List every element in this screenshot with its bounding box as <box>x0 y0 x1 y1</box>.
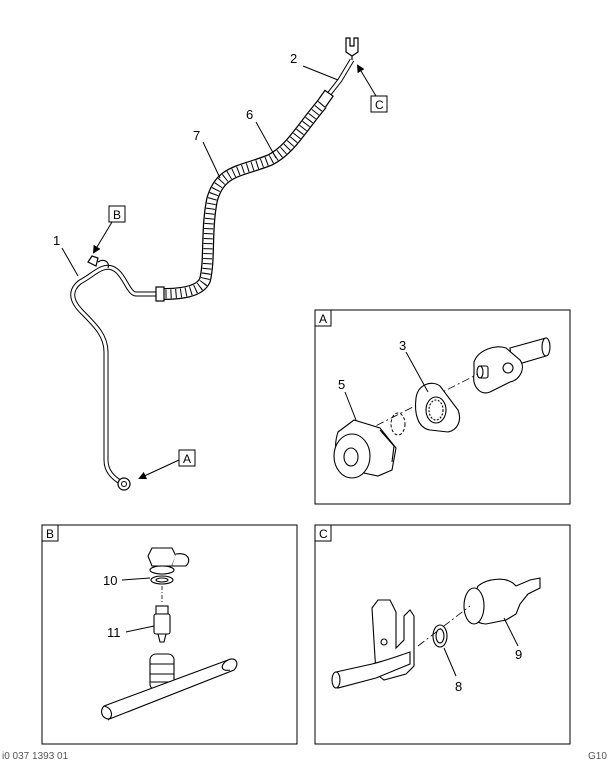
callout-5: 5 <box>338 377 345 392</box>
port-block <box>473 346 523 394</box>
banjo-fitting <box>87 255 99 267</box>
svg-text:A: A <box>183 452 191 466</box>
detail-panel-c: C <box>314 524 571 745</box>
figure-ref: G10 <box>588 751 607 761</box>
view-tag-c: C <box>356 64 388 113</box>
callout-9: 9 <box>515 647 522 662</box>
detail-panel-b: B <box>41 524 298 745</box>
view-tag-b: B <box>92 205 126 254</box>
bracket-tube <box>335 651 411 689</box>
top-bracket <box>345 37 359 57</box>
callout-3: 3 <box>399 338 406 353</box>
flange <box>333 419 397 479</box>
svg-text:C: C <box>375 98 384 112</box>
fuel-line-assembly <box>70 37 359 491</box>
callout-2: 2 <box>290 51 297 66</box>
end-fitting <box>117 477 131 491</box>
callout-11: 11 <box>107 625 121 640</box>
figure-code: i0 037 1393 01 <box>2 751 69 761</box>
nozzle-stem <box>155 605 169 615</box>
callout-8: 8 <box>455 679 462 694</box>
lower-tube <box>70 264 162 485</box>
o-ring <box>390 412 406 436</box>
svg-text:C: C <box>319 527 328 541</box>
banjo-cap <box>147 547 177 567</box>
callout-1: 1 <box>53 233 60 248</box>
callout-10: 10 <box>103 573 117 588</box>
svg-text:B: B <box>46 527 54 541</box>
callout-7: 7 <box>193 128 200 143</box>
fuel-rail <box>101 658 238 720</box>
detail-panel-a: A <box>314 309 571 505</box>
callout-6: 6 <box>246 107 253 122</box>
gasket <box>414 382 461 433</box>
view-tag-a: A <box>138 449 196 480</box>
svg-text:B: B <box>113 208 121 222</box>
svg-text:A: A <box>319 312 327 326</box>
